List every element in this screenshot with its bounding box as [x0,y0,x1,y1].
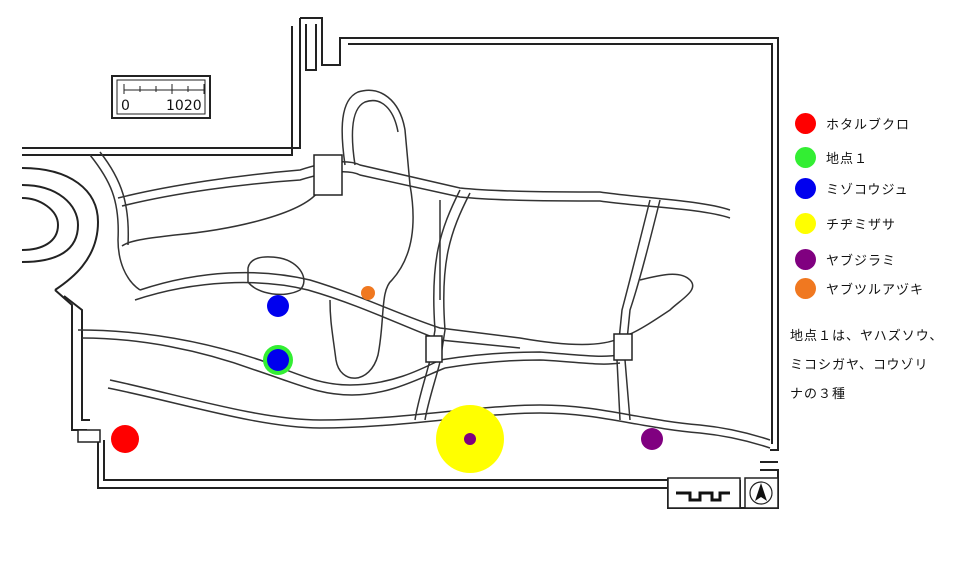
legend-item-point1: 地点１ [795,145,868,169]
marker-hotarubukuro [111,425,139,453]
point1-note: 地点１は、ヤハズソウ、 ミコシガヤ、コウゾリ ナの３種 [790,322,955,409]
legend-item-chijimizasa: チヂミザサ [795,211,896,235]
marker-yabutsuruazuki [361,286,375,300]
north-arrow-icon [744,477,779,509]
legend-label: ヤブジラミ [826,253,897,269]
marker-yabujirami-2 [641,428,663,450]
legend-label: 地点１ [826,151,869,167]
map-bar-scale [667,477,741,509]
legend-label: チヂミザサ [826,217,897,233]
scale-zero-label: 0 [121,98,130,114]
legend-dot-red [795,112,816,134]
legend-label: ミゾコウジュ [826,182,909,198]
legend-dot-blue [795,177,816,199]
note-line: ナの３種 [790,387,847,402]
legend-dot-yellow [795,212,816,234]
legend-item-yabujirami: ヤブジラミ [795,247,896,271]
scale-ten-twenty-label: 1020 [166,98,202,114]
legend-dot-green [795,146,816,168]
legend-dot-orange [795,277,816,299]
marker-yabujirami-1 [464,433,476,445]
legend-item-yabutsuruazuki: ヤブツルアヅキ [795,276,924,300]
scale-bar: 0 1020 [111,75,211,119]
survey-markers [111,286,663,473]
legend-label: ヤブツルアヅキ [826,282,925,298]
legend-dot-purple [795,248,816,270]
marker-mizokouju-1 [267,295,289,317]
legend-item-mizokouju: ミゾコウジュ [795,176,909,200]
walkways [77,89,771,449]
legend-item-hotarubukuro: ホタルブクロ [795,111,910,135]
note-line: ミコシガヤ、コウゾリ [790,358,929,373]
marker-mizokouju-2 [267,349,289,371]
structures [77,154,633,443]
note-line: 地点１は、ヤハズソウ、 [790,329,944,344]
legend-label: ホタルブクロ [826,117,911,133]
